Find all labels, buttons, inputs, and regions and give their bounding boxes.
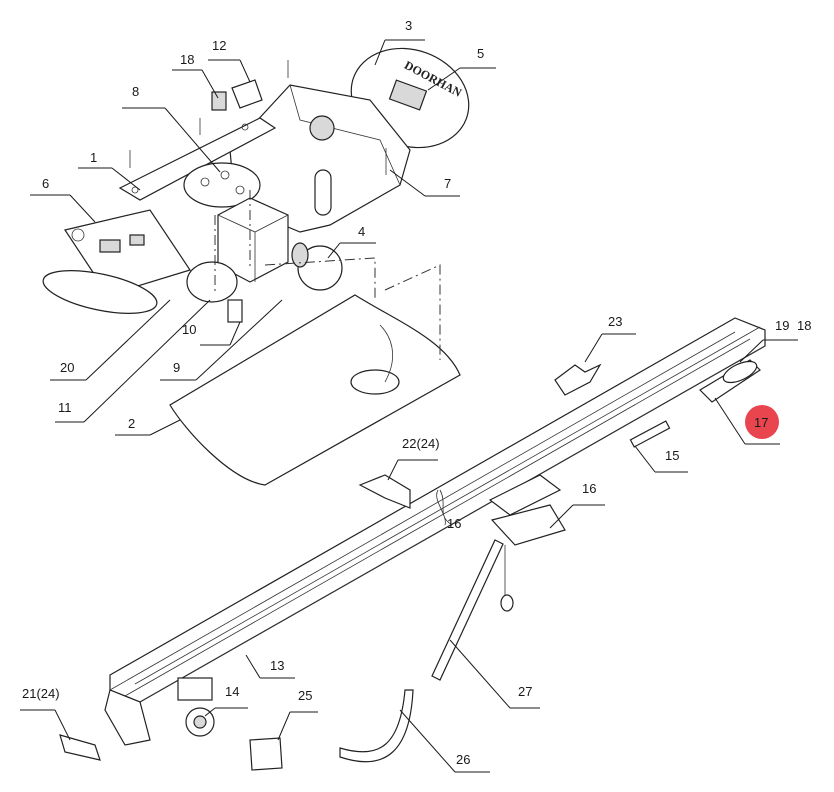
highlight-marker [745, 405, 779, 439]
callout-13: 13 [270, 658, 284, 673]
callout-9: 9 [173, 360, 180, 375]
lens-hole [350, 369, 400, 395]
tensioner-block [177, 677, 213, 701]
carriage [488, 474, 562, 516]
callout-18-head: 18 [180, 52, 194, 67]
callout-1: 1 [90, 150, 97, 165]
callout-26: 26 [456, 752, 470, 767]
pulley [309, 115, 335, 141]
door-bracket [249, 737, 283, 771]
callout-16-rail: 16 [447, 516, 461, 531]
curved-arm [339, 689, 414, 763]
standoff-left [314, 169, 332, 216]
chassis-inner [289, 84, 401, 186]
callout-7: 7 [444, 176, 451, 191]
board-cover [42, 270, 158, 314]
callout-2: 2 [128, 416, 135, 431]
mid-bracket [358, 474, 411, 509]
callout-21: 21(24) [22, 686, 60, 701]
chain-sensor [629, 420, 671, 448]
lamp-cover [169, 294, 461, 486]
front-bracket [104, 689, 151, 746]
motor [186, 261, 238, 303]
callout-19: 19 [775, 318, 789, 333]
display-panel [388, 79, 428, 111]
callout-16: 16 [582, 481, 596, 496]
callout-3: 3 [405, 18, 412, 33]
callout-14: 14 [225, 684, 239, 699]
callout-12: 12 [212, 38, 226, 53]
callout-leaders [20, 39, 798, 773]
callout-25: 25 [298, 688, 312, 703]
bracket [227, 299, 243, 323]
ceiling-bracket [554, 363, 602, 396]
capacitor [297, 245, 343, 291]
callout-18-rail: 18 [797, 318, 811, 333]
callout-22: 22(24) [402, 436, 440, 451]
callout-labels: 1 2 3 4 5 6 7 8 9 10 11 12 13 14 15 16 1… [22, 18, 811, 767]
knob-18 [211, 91, 227, 111]
callout-6: 6 [42, 176, 49, 191]
rail [59, 317, 766, 771]
callout-27: 27 [518, 684, 532, 699]
callout-15: 15 [665, 448, 679, 463]
callout-5: 5 [477, 46, 484, 61]
callout-4: 4 [358, 224, 365, 239]
callout-17: 17 [754, 415, 768, 430]
callout-10: 10 [182, 322, 196, 337]
top-plate [118, 117, 277, 201]
front-wall-bracket [59, 734, 101, 761]
callout-8: 8 [132, 84, 139, 99]
callout-20: 20 [60, 360, 74, 375]
door-arm [431, 539, 504, 681]
motor-head-assembly: DOORHAN [42, 47, 470, 486]
part-12 [231, 79, 263, 109]
gear-plate [183, 162, 261, 208]
callout-11: 11 [58, 400, 72, 415]
callout-23: 23 [608, 314, 622, 329]
